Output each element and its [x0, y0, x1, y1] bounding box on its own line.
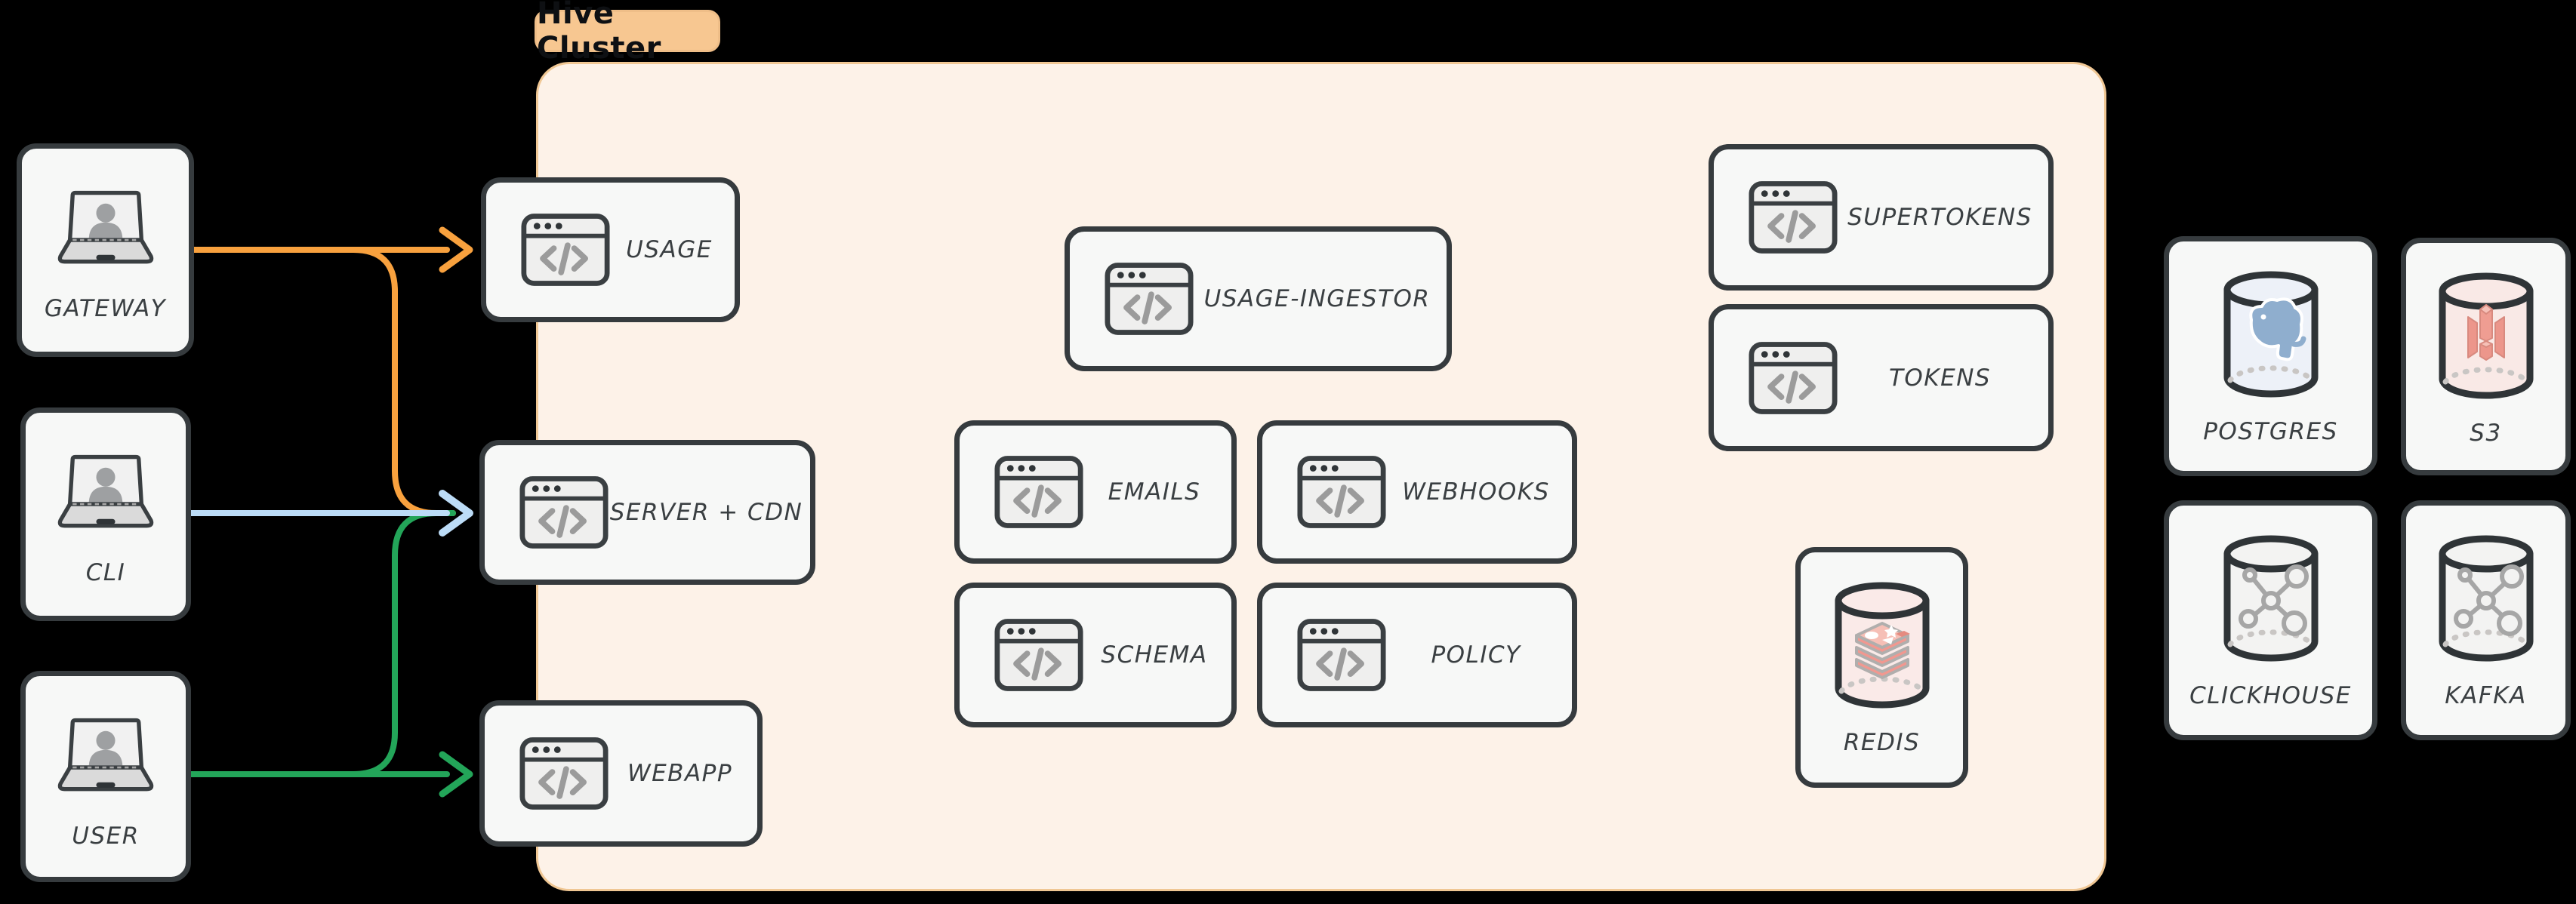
- code-window-icon: [1105, 262, 1194, 336]
- laptop-user-icon: [48, 715, 163, 795]
- service-usage-ingestor-node: USAGE-INGESTOR: [1065, 226, 1452, 371]
- gateway-to-server-branch-arrow: [350, 247, 456, 516]
- service-tokens-node: TOKENS: [1709, 304, 2054, 451]
- datastore-clickhouse-node: CLICKHOUSE: [2164, 500, 2377, 740]
- service-server-cdn-node: SERVER + CDN: [479, 440, 815, 585]
- code-window-icon: [519, 475, 609, 549]
- postgres-label: POSTGRES: [2203, 418, 2338, 445]
- clickhouse-cylinder-icon: [2218, 534, 2324, 664]
- code-window-icon: [521, 213, 610, 287]
- client-user-node: USER: [20, 671, 191, 882]
- laptop-user-icon: [48, 188, 163, 268]
- supertokens-label: SUPERTOKENS: [1847, 204, 2032, 231]
- hive-cluster-badge: Hive Cluster: [535, 0, 720, 66]
- gateway-label: GATEWAY: [44, 295, 167, 322]
- clickhouse-label: CLICKHOUSE: [2189, 682, 2352, 709]
- code-window-icon: [519, 736, 609, 810]
- service-usage-node: USAGE: [481, 177, 740, 322]
- client-gateway-node: GATEWAY: [17, 143, 194, 357]
- redis-label: REDIS: [1843, 729, 1921, 756]
- kafka-label: KAFKA: [2445, 682, 2527, 709]
- webapp-label: WEBAPP: [627, 760, 733, 787]
- service-policy-node: POLICY: [1257, 583, 1577, 727]
- s3-label: S3: [2470, 420, 2502, 447]
- kafka-cylinder-icon: [2433, 534, 2539, 664]
- code-window-icon: [1749, 341, 1838, 415]
- datastore-redis-node: REDIS: [1795, 547, 1968, 788]
- code-window-icon: [994, 455, 1083, 529]
- code-window-icon: [1297, 618, 1386, 692]
- user-to-server-branch-arrow: [350, 510, 456, 777]
- user-label: USER: [72, 823, 140, 850]
- emails-label: EMAILS: [1108, 478, 1201, 506]
- postgres-cylinder-icon: [2218, 270, 2324, 400]
- datastore-kafka-node: KAFKA: [2401, 500, 2571, 740]
- service-webapp-node: WEBAPP: [479, 700, 763, 847]
- datastore-s3-node: S3: [2401, 238, 2571, 475]
- hive-cluster-badge-label: Hive Cluster: [537, 0, 661, 66]
- usage-arrowhead: [439, 226, 473, 273]
- webapp-arrowhead: [439, 751, 473, 798]
- webhooks-label: WEBHOOKS: [1402, 478, 1550, 506]
- service-supertokens-node: SUPERTOKENS: [1709, 144, 2054, 291]
- code-window-icon: [1297, 455, 1386, 529]
- service-emails-node: EMAILS: [954, 420, 1237, 564]
- datastore-postgres-node: POSTGRES: [2164, 236, 2377, 476]
- service-schema-node: SCHEMA: [954, 583, 1237, 727]
- cli-label: CLI: [85, 559, 126, 586]
- usage-ingestor-label: USAGE-INGESTOR: [1203, 285, 1431, 312]
- schema-label: SCHEMA: [1101, 641, 1208, 669]
- usage-label: USAGE: [626, 236, 713, 263]
- server-arrowhead: [439, 490, 473, 537]
- s3-cylinder-icon: [2433, 272, 2539, 401]
- tokens-label: TOKENS: [1888, 364, 1992, 392]
- policy-label: POLICY: [1431, 641, 1521, 669]
- code-window-icon: [994, 618, 1083, 692]
- client-cli-node: CLI: [20, 407, 191, 621]
- server-cdn-label: SERVER + CDN: [609, 499, 803, 526]
- laptop-user-icon: [48, 452, 163, 532]
- service-webhooks-node: WEBHOOKS: [1257, 420, 1577, 564]
- code-window-icon: [1749, 180, 1838, 254]
- redis-cylinder-icon: [1829, 581, 1935, 711]
